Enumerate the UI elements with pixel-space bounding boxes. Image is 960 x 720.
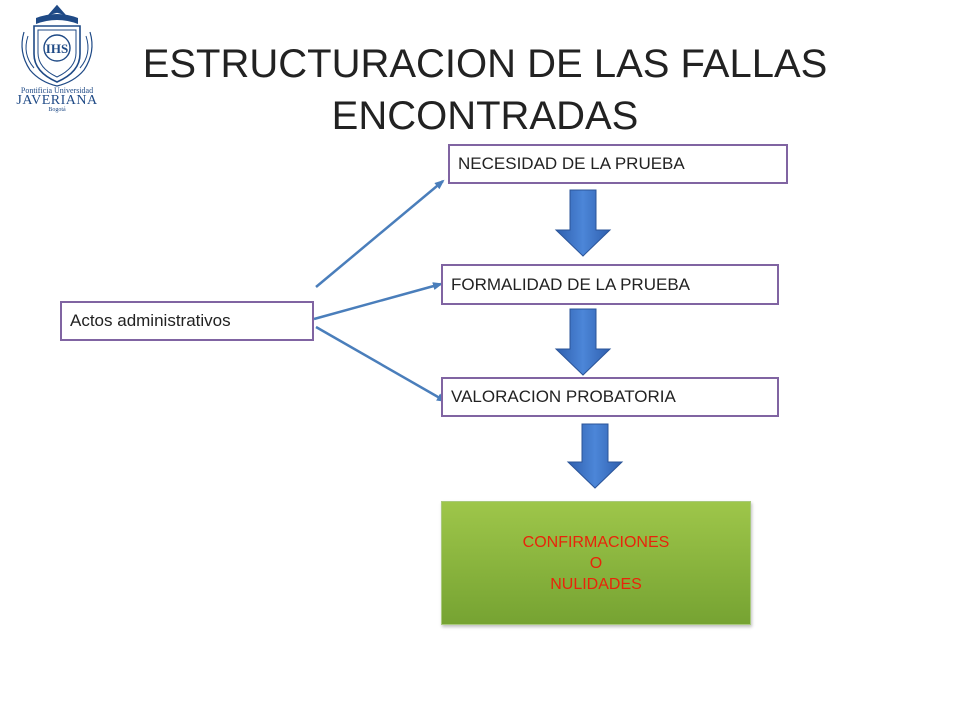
svg-text:IHS: IHS xyxy=(46,41,68,56)
box-necesidad-label: NECESIDAD DE LA PRUEBA xyxy=(458,154,685,173)
arrow-to-valoracion xyxy=(315,325,447,403)
title-line-2: ENCONTRADAS xyxy=(331,94,639,138)
university-logo: IHS Pontificia Universidad JAVERIANA Bog… xyxy=(14,2,100,114)
logo-text-pontificia: Pontificia Universidad xyxy=(20,86,94,95)
logo-text-javeriana: JAVERIANA xyxy=(16,93,98,108)
box-valoracion-probatoria: VALORACION PROBATORIA xyxy=(441,377,779,417)
box-formalidad-prueba: FORMALIDAD DE LA PRUEBA xyxy=(441,264,779,305)
arrow-to-formalidad xyxy=(313,282,443,321)
box-necesidad-prueba: NECESIDAD DE LA PRUEBA xyxy=(448,144,788,184)
result-line-1: CONFIRMACIONES xyxy=(522,533,670,551)
logo-text-bogota: Bogotá xyxy=(48,107,66,113)
block-arrow-down-2 xyxy=(554,308,612,376)
result-line-3: NULIDADES xyxy=(550,575,642,593)
page-title: ESTRUCTURACION DE LAS FALLAS ENCONTRADAS xyxy=(110,38,860,142)
box-valoracion-label: VALORACION PROBATORIA xyxy=(451,387,676,406)
arrow-to-necesidad xyxy=(315,179,445,288)
coat-of-arms-icon: IHS xyxy=(21,4,93,87)
box-actos-label: Actos administrativos xyxy=(70,311,231,330)
title-line-1: ESTRUCTURACION DE LAS FALLAS xyxy=(142,42,828,86)
result-line-2: O xyxy=(589,554,603,572)
box-actos-administrativos: Actos administrativos xyxy=(60,301,314,341)
block-arrow-down-1 xyxy=(554,189,612,257)
result-box: CONFIRMACIONES O NULIDADES xyxy=(441,501,751,625)
box-formalidad-label: FORMALIDAD DE LA PRUEBA xyxy=(451,274,691,294)
block-arrow-down-3 xyxy=(566,423,624,489)
